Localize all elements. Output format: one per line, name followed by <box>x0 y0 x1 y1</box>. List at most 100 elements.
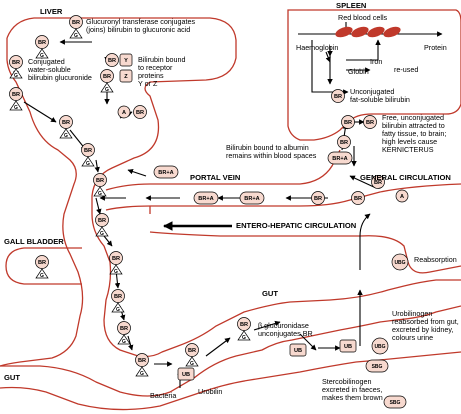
svg-text:G: G <box>74 33 78 39</box>
svg-text:Bilirubin bound: Bilirubin bound <box>138 55 186 64</box>
svg-text:BR: BR <box>366 120 374 126</box>
note-free-bilirubin: Free, unconjugated bilirubin attracted t… <box>382 113 446 154</box>
token-br-duct-2: BR G <box>109 251 123 275</box>
svg-text:G: G <box>116 307 120 313</box>
svg-text:G: G <box>64 133 68 139</box>
svg-text:fat-soluble bilirubin: fat-soluble bilirubin <box>350 95 410 104</box>
note-globin: Globin <box>348 67 369 76</box>
svg-text:BR: BR <box>114 294 122 300</box>
svg-text:BR: BR <box>112 256 120 262</box>
svg-text:BR: BR <box>120 326 128 332</box>
svg-text:G: G <box>114 269 118 275</box>
svg-text:BR: BR <box>96 178 104 184</box>
svg-text:UBG: UBG <box>374 344 385 350</box>
svg-text:remains within blood spaces: remains within blood spaces <box>226 151 317 160</box>
svg-text:water-soluble: water-soluble <box>27 65 71 74</box>
svg-text:UB: UB <box>294 348 302 354</box>
token-br-gut-2: BR G <box>185 343 199 367</box>
token-ub-3: UB <box>339 339 357 353</box>
svg-text:makes them brown: makes them brown <box>322 393 383 402</box>
label-spleen: SPLEEN <box>336 1 366 10</box>
svg-text:BR: BR <box>334 94 342 100</box>
token-br-spleen: BR <box>331 89 345 103</box>
svg-text:colours urine: colours urine <box>392 333 433 342</box>
label-gut-left: GUT <box>4 373 20 382</box>
svg-text:UBG: UBG <box>394 260 405 266</box>
svg-text:G: G <box>190 361 194 367</box>
svg-text:BR: BR <box>240 322 248 328</box>
token-br-duct-1: BR G <box>95 213 109 237</box>
svg-text:Y: Y <box>124 58 128 64</box>
svg-text:excreted in faeces,: excreted in faeces, <box>322 385 382 394</box>
note-urobilinogen: Urobilinogen reabsorbed from gut, excret… <box>392 309 459 342</box>
token-ub-2: UB <box>289 343 307 357</box>
note-haemoglobin: Haemoglobin <box>296 43 338 52</box>
svg-text:BR: BR <box>38 260 46 266</box>
svg-text:Z: Z <box>124 74 128 80</box>
note-iron: Iron <box>370 57 382 66</box>
svg-text:BR: BR <box>314 196 322 202</box>
svg-text:BR+A: BR+A <box>158 170 173 176</box>
token-br-duct-4: BR G <box>117 321 131 345</box>
token-sbg-1: SBG <box>365 359 389 373</box>
svg-text:G: G <box>86 161 90 167</box>
token-br-gut-1: BR G <box>135 353 149 377</box>
svg-text:BR: BR <box>62 120 70 126</box>
svg-text:BR: BR <box>84 148 92 154</box>
svg-text:A: A <box>122 110 126 116</box>
red-blood-cells-icon <box>335 26 401 38</box>
note-rbc: Red blood cells <box>338 13 388 22</box>
token-br-a-portal-3: BR+A <box>193 191 219 205</box>
token-br-circ-4: BR <box>351 191 365 205</box>
svg-text:unconjugates BR: unconjugates BR <box>258 329 313 338</box>
label-portal-vein: PORTAL VEIN <box>190 173 240 182</box>
note-urobilin: Urobilin <box>198 387 222 396</box>
svg-text:Free, unconjugated: Free, unconjugated <box>382 113 444 122</box>
svg-text:G: G <box>40 273 44 279</box>
svg-text:BR: BR <box>374 180 382 186</box>
token-br-circ-5: BR <box>371 175 385 189</box>
svg-text:A: A <box>400 194 404 200</box>
svg-text:G: G <box>242 335 246 341</box>
label-general-circulation: GENERAL CIRCULATION <box>360 173 451 182</box>
svg-text:fatty tissue, to brain;: fatty tissue, to brain; <box>382 129 446 138</box>
svg-text:G: G <box>105 87 109 93</box>
token-br-circ-3: BR <box>311 191 325 205</box>
token-br-z: Z <box>119 69 133 83</box>
note-bacteria: Bacteria <box>150 391 176 400</box>
note-reabsorption: Reabsorption <box>414 255 457 264</box>
token-ub-1: UB <box>177 367 195 381</box>
token-br-a-portal-2: BR+A <box>239 191 265 205</box>
token-br-gut-3: BR G <box>237 317 251 341</box>
svg-text:Glucuronyl transferase conjuga: Glucuronyl transferase conjugates <box>86 17 195 26</box>
svg-text:SBG: SBG <box>390 400 401 406</box>
token-br-glucuronyl: BR G <box>69 15 83 39</box>
general-circulation-outline <box>105 183 461 211</box>
label-gut-mid: GUT <box>262 289 278 298</box>
entero-hepatic-lower <box>149 206 461 274</box>
svg-text:Bilirubin bound to albumin: Bilirubin bound to albumin <box>226 143 309 152</box>
label-gall-bladder: GALL BLADDER <box>4 237 64 246</box>
note-glucuronyl: Glucuronyl transferase conjugates (joins… <box>86 17 195 34</box>
token-br-g-split-liver: BR G <box>100 69 114 93</box>
gall-bladder-outline <box>5 247 82 285</box>
liver-outline-lower <box>0 38 84 367</box>
svg-text:KERNICTERUS: KERNICTERUS <box>382 145 434 154</box>
token-br-liver-5: BR G <box>81 143 95 167</box>
svg-text:BR: BR <box>136 110 144 116</box>
svg-text:G: G <box>40 53 44 59</box>
note-conjugated: Conjugated water-soluble bilirubin glucu… <box>27 57 92 82</box>
token-br-hepatic: BR <box>133 105 147 119</box>
label-entero-hepatic: ENTERO-HEPATIC CIRCULATION <box>236 221 356 230</box>
svg-text:reabsorbed from gut,: reabsorbed from gut, <box>392 317 459 326</box>
svg-text:G: G <box>140 371 144 377</box>
svg-text:high levels cause: high levels cause <box>382 137 437 146</box>
svg-text:G: G <box>122 339 126 345</box>
svg-text:G: G <box>100 231 104 237</box>
token-ubg-1: UBG <box>371 337 389 355</box>
svg-text:BR: BR <box>98 218 106 224</box>
svg-text:to receptor: to receptor <box>138 63 173 72</box>
svg-text:BR: BR <box>103 74 111 80</box>
svg-text:Conjugated: Conjugated <box>28 57 65 66</box>
